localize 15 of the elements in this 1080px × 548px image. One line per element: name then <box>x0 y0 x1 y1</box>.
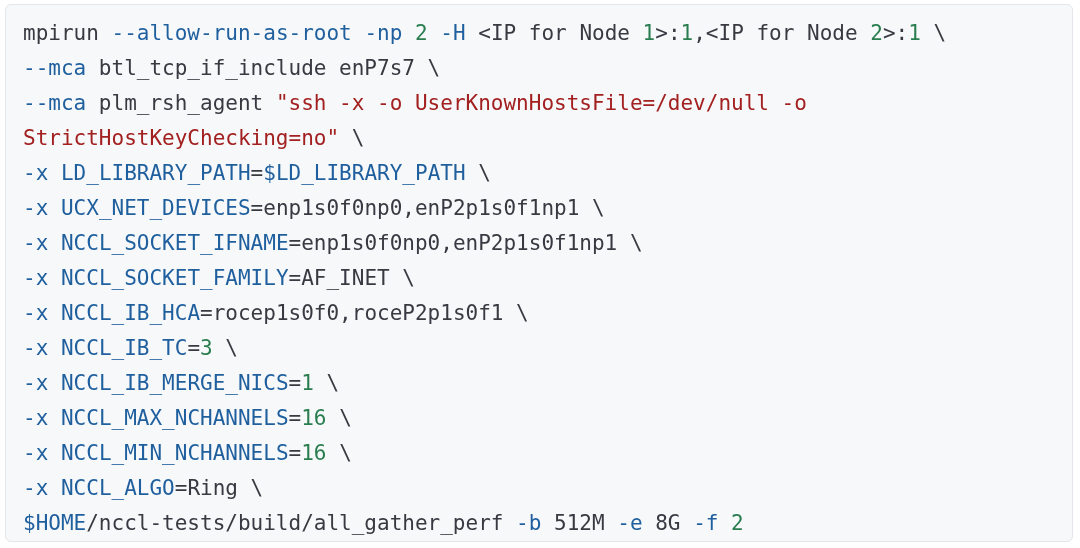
code-line: -x NCCL_ALGO=Ring \ <box>23 475 264 502</box>
code-line: -x NCCL_MAX_NCHANNELS=16 \ <box>23 405 352 432</box>
code-line: -x NCCL_MIN_NCHANNELS=16 \ <box>23 440 352 467</box>
code-line: --mca plm_rsh_agent "ssh -x -o UserKnownHostsFile=/dev/null -o <box>23 90 807 117</box>
code-line: -x NCCL_SOCKET_IFNAME=enp1s0f0np0,enP2p1s0f1np1 \ <box>23 230 643 257</box>
code-line: -x LD_LIBRARY_PATH=$LD_LIBRARY_PATH \ <box>23 160 491 187</box>
code-line: -x UCX_NET_DEVICES=enp1s0f0np0,enP2p1s0f1np1 \ <box>23 195 605 222</box>
code-line: -x NCCL_IB_MERGE_NICS=1 \ <box>23 370 340 397</box>
code-line: -x NCCL_SOCKET_FAMILY=AF_INET \ <box>23 265 415 292</box>
code-line: -x NCCL_IB_HCA=rocep1s0f0,roceP2p1s0f1 \ <box>23 300 529 327</box>
code-line: mpirun --allow-run-as-root -np 2 -H <IP for Node 1>:1,<IP for Node 2>:1 \ <box>23 20 947 47</box>
code-line: StrictHostKeyChecking=no" \ <box>23 125 365 152</box>
code-line: --mca btl_tcp_if_include enP7s7 \ <box>23 55 441 82</box>
code-line: -x NCCL_IB_TC=3 \ <box>23 335 238 362</box>
code-line: $HOME/nccl-tests/build/all_gather_perf -b 512M -e 8G -f 2 <box>23 510 744 537</box>
